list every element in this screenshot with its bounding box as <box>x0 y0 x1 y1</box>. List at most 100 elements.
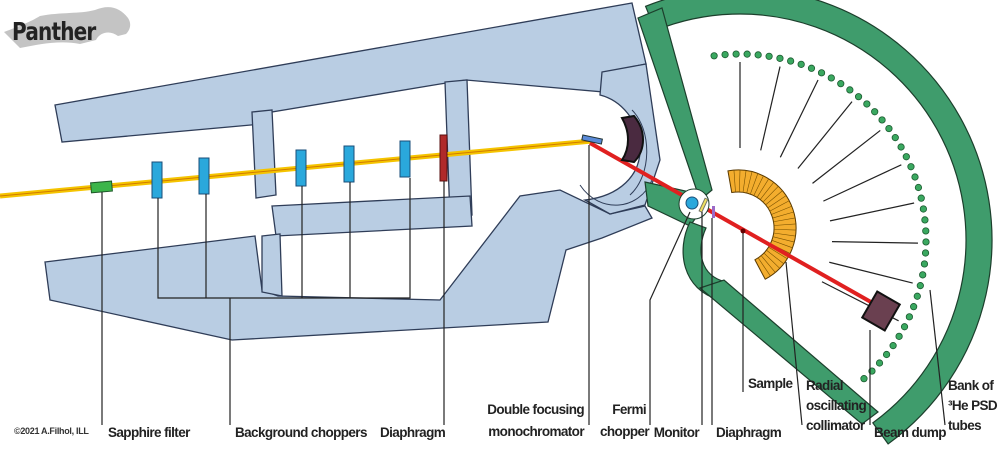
detector-tube <box>891 134 899 142</box>
collimator-blade <box>772 211 794 219</box>
collimator-blade <box>762 186 779 203</box>
copyright: ©2021 A.Filhol, ILL <box>14 426 89 436</box>
detector-tube <box>776 54 784 62</box>
collimator-blade <box>750 173 759 195</box>
detector-tube <box>787 57 795 65</box>
collimator-blade <box>759 182 774 200</box>
fermi-chopper <box>685 196 699 210</box>
detector-tube <box>919 205 927 213</box>
detector-tube <box>921 216 929 224</box>
label-monochromator: Double focusing monochromator <box>480 399 584 443</box>
inner-wall-3 <box>271 195 473 237</box>
beam-dump <box>860 290 902 332</box>
detector-tube <box>743 50 751 58</box>
monitor <box>698 197 709 213</box>
detector-tube <box>911 173 919 181</box>
panther-logo-silhouette <box>4 7 131 49</box>
detector-tube <box>917 194 925 202</box>
top-wall <box>54 2 647 143</box>
label-detector-line1: Bank of <box>948 378 994 393</box>
collimator-blade <box>746 171 753 194</box>
panther-logo: Panther <box>12 17 96 46</box>
detector-tube <box>914 183 923 192</box>
label-detector-line2: ³He PSD <box>948 398 998 413</box>
radial-guide-line <box>779 79 819 158</box>
collimator-blade <box>767 195 787 209</box>
detector-tube <box>895 332 903 340</box>
detector-tube <box>854 93 863 101</box>
inner-wall-1 <box>251 109 277 199</box>
detector-tube <box>827 74 835 82</box>
detector-tube <box>913 292 921 300</box>
detector-tube <box>885 124 893 133</box>
label-sapphire-filter: Sapphire filter <box>108 425 190 440</box>
label-beam-dump: Beam dump <box>874 425 946 440</box>
radial-guide-line <box>829 202 915 222</box>
radial-guide-line <box>831 241 918 244</box>
label-collimator: Radial oscillating collimator <box>806 376 867 436</box>
detector-tube <box>837 80 845 88</box>
chopper-1 <box>151 161 163 199</box>
label-fermi-line2: chopper <box>600 424 650 439</box>
collimator-blade <box>753 175 764 196</box>
chopper-4 <box>343 145 355 183</box>
detector-tube <box>863 100 871 108</box>
collimator-blade <box>763 252 780 269</box>
diaphragm-2 <box>712 206 715 218</box>
radial-guide-line <box>829 261 913 284</box>
detector-tube <box>807 64 816 72</box>
label-monochromator-line2: monochromator <box>488 424 584 439</box>
bottom-arm <box>698 279 879 425</box>
label-background-choppers: Background choppers <box>235 425 367 440</box>
detector-tube <box>732 50 740 58</box>
detector-tube <box>875 359 884 367</box>
label-collimator-line1: Radial <box>806 378 844 393</box>
label-collimator-line2: oscillating <box>806 398 867 413</box>
detector-tube <box>910 303 918 311</box>
detector-tube <box>919 271 927 279</box>
collimator-blade <box>773 217 796 223</box>
leader-lines <box>101 145 946 426</box>
label-monochromator-line1: Double focusing <box>487 402 584 417</box>
radial-guide-line <box>823 164 902 202</box>
detector-tube <box>882 350 891 359</box>
label-collimator-line3: collimator <box>806 418 865 433</box>
label-diaphragm-1: Diaphragm <box>380 425 446 440</box>
sample <box>740 228 746 234</box>
detector-tube <box>721 50 729 59</box>
label-sample: Sample <box>748 376 793 391</box>
label-diaphragm-2: Diaphragm <box>716 425 782 440</box>
label-fermi-chopper: Fermi chopper <box>600 399 650 443</box>
detector-tube <box>920 260 929 268</box>
chopper-3 <box>295 149 307 187</box>
collimator-blade <box>742 170 747 193</box>
collimator-blade <box>768 246 788 259</box>
diaphragm-1 <box>439 134 448 182</box>
chopper-2 <box>198 157 210 195</box>
detector-tube <box>871 108 879 116</box>
detector-tube <box>907 163 915 171</box>
collimator-blade <box>733 170 736 193</box>
inner-wall-2 <box>444 79 473 219</box>
detector-tube <box>889 342 897 350</box>
detector-tube <box>797 60 805 68</box>
detector-tube <box>846 86 854 94</box>
label-monitor: Monitor <box>653 425 700 440</box>
primary-shielding <box>44 2 661 341</box>
scattered-beam <box>589 141 886 312</box>
detector-tube <box>922 227 930 235</box>
label-fermi-line1: Fermi <box>612 402 646 417</box>
outer-arc-shielding <box>644 0 993 445</box>
label-detector-bank: Bank of ³He PSD tubes <box>948 376 998 436</box>
detector-tube <box>897 143 905 151</box>
collimator-blade <box>756 178 769 198</box>
detector-tube <box>710 52 718 60</box>
collimator-blade <box>769 200 790 212</box>
detector-tube <box>765 52 773 60</box>
radial-guide-line <box>812 129 881 184</box>
radial-guide-line <box>797 101 853 169</box>
collimator-blade <box>760 255 776 273</box>
detector-guide-lines <box>739 62 918 322</box>
